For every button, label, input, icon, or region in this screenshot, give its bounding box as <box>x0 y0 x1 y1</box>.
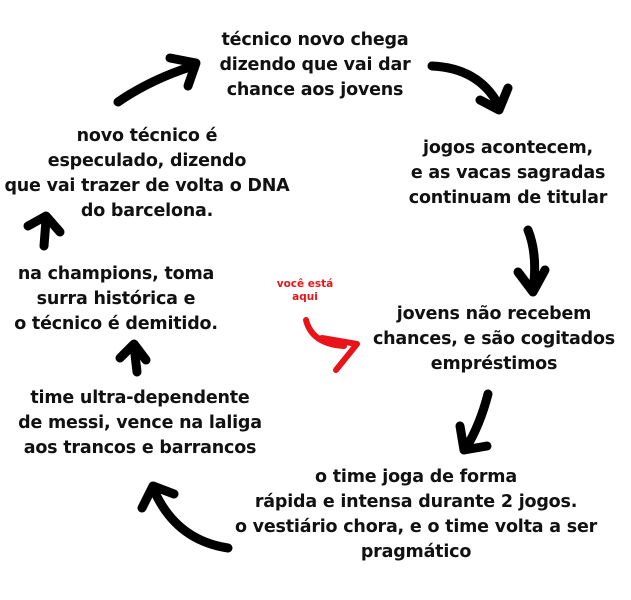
step-line: o time joga de forma <box>315 467 517 487</box>
step-line: novo técnico é <box>76 126 218 146</box>
arrowhead-to-step-2 <box>475 83 513 115</box>
you-are-here-label: você está aqui <box>268 278 342 304</box>
arrowhead-to-step-7 <box>23 211 65 237</box>
you-are-here-line: aqui <box>292 291 318 303</box>
step-line: time ultra-dependente <box>30 388 250 408</box>
step-line: dizendo que vai dar <box>219 55 411 75</box>
step-games-happen: jogos acontecem, e as vacas sagradas con… <box>392 136 624 211</box>
step-messi-dependent: time ultra-dependente de messi, vence na… <box>14 386 266 461</box>
step-new-coach-arrives: técnico novo chega dizendo que vai dar c… <box>190 28 440 103</box>
you-are-here-line: você está <box>276 278 334 290</box>
step-line: jovens não recebem <box>396 304 592 324</box>
arrowhead-to-step-4 <box>455 421 492 455</box>
step-line: empréstimos <box>430 354 558 374</box>
arrowhead-to-step-1 <box>165 53 201 91</box>
arrow-to-step-2 <box>427 61 503 109</box>
step-line: e as vacas sagradas <box>410 163 606 183</box>
arrow-to-step-7 <box>39 215 51 251</box>
arrowhead-to-step-6 <box>115 339 151 365</box>
step-youth-no-chances: jovens não recebem chances, e são cogita… <box>362 302 626 377</box>
step-line: de messi, vence na laliga <box>18 413 262 433</box>
arrow-to-step-5 <box>148 483 233 553</box>
step-line: o vestiário chora, e o time volta a ser <box>234 517 598 537</box>
step-line: técnico novo chega <box>221 30 409 50</box>
step-line: chances, e são cogitados <box>372 329 616 349</box>
step-line: o técnico é demitido. <box>14 314 218 334</box>
step-line: do barcelona. <box>80 201 214 221</box>
arrow-to-step-1 <box>113 62 195 107</box>
arrowhead-to-step-5 <box>137 481 179 513</box>
step-line: que vai trazer de volta o DNA <box>4 176 290 196</box>
arrowhead-to-step-3 <box>513 265 550 297</box>
step-line: jogos acontecem, <box>423 138 593 158</box>
step-line: pragmático <box>360 542 472 562</box>
you-are-here-arrow <box>303 317 347 349</box>
step-team-plays-fast: o time joga de forma rápida e intensa du… <box>216 465 616 565</box>
step-line: surra histórica e <box>36 289 196 309</box>
arrow-to-step-4 <box>461 389 493 453</box>
step-champions-defeat: na champions, toma surra histórica e o t… <box>6 262 226 337</box>
step-line: chance aos jovens <box>226 80 404 100</box>
step-line: continuam de titular <box>408 188 608 208</box>
you-are-here-arrowhead <box>319 335 360 373</box>
step-line: rápida e intensa durante 2 jogos. <box>254 492 578 512</box>
step-line: aos trancos e barrancos <box>23 438 257 458</box>
step-line: na champions, toma <box>17 264 215 284</box>
step-line: especulado, dizendo <box>47 151 247 171</box>
step-new-coach-speculated: novo técnico é especulado, dizendo que v… <box>2 124 292 224</box>
